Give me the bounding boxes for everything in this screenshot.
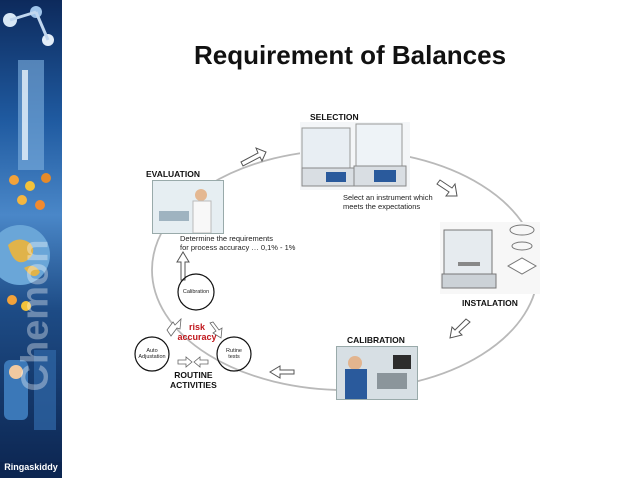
label-calibration: CALIBRATION xyxy=(347,335,405,345)
routine-line1: ROUTINE xyxy=(174,370,213,380)
arrow-evaluation-to-selection xyxy=(240,147,267,167)
arrow-selection-to-instalation xyxy=(436,179,458,197)
routine-line2: ACTIVITIES xyxy=(170,380,217,390)
calibration-photo xyxy=(336,346,418,400)
selection-balances-image xyxy=(300,122,410,190)
selection-note-line1: Select an instrument which xyxy=(343,193,433,202)
evaluation-note: Determine the requirements for process a… xyxy=(180,234,295,252)
sidebar-caption: Ringaskiddy xyxy=(0,462,62,472)
node-rutine-tests-circle xyxy=(216,336,252,372)
node-rutine-line1: Rutine xyxy=(226,348,242,354)
sidebar-art xyxy=(0,6,56,430)
label-evaluation: EVALUATION xyxy=(146,169,200,179)
selection-note-line2: meets the expectations xyxy=(343,202,421,211)
routine-arrows xyxy=(166,317,223,368)
evaluation-photo xyxy=(152,180,224,234)
node-auto-adjustation-label: Auto Adjustation xyxy=(134,348,170,360)
routine-triangle xyxy=(134,273,252,372)
arrow-routine-to-evaluation xyxy=(176,251,190,281)
node-auto-line2: Adjustation xyxy=(138,354,166,360)
label-selection: SELECTION xyxy=(310,112,359,122)
accuracy-text: accuracy xyxy=(177,332,217,342)
label-instalation: INSTALATION xyxy=(462,298,518,308)
slide-title: Requirement of Balances xyxy=(193,40,507,70)
arrow-calibration-to-routine xyxy=(269,365,295,379)
node-auto-adjustation-circle xyxy=(134,336,170,372)
node-calibration-label: Calibration xyxy=(182,289,210,295)
evaluation-note-line1: Determine the requirements xyxy=(180,234,273,243)
label-routine-activities: ROUTINE ACTIVITIES xyxy=(170,370,217,390)
node-rutine-line2: tests xyxy=(228,354,240,360)
node-auto-line1: Auto xyxy=(146,348,158,354)
evaluation-note-line2: for process accuracy … 0,1% - 1% xyxy=(180,243,296,252)
selection-note: Select an instrument which meets the exp… xyxy=(343,193,433,211)
node-rutine-tests-label: Rutine tests xyxy=(216,348,252,360)
node-calibration-circle xyxy=(177,273,215,311)
arrow-instalation-to-calibration xyxy=(449,318,471,339)
decorative-sidebar: Chemon Ringaskiddy xyxy=(0,0,62,478)
risk-accuracy-label: risk accuracy xyxy=(172,322,222,342)
instalation-balance-image xyxy=(440,222,540,294)
risk-text: risk xyxy=(188,322,205,332)
